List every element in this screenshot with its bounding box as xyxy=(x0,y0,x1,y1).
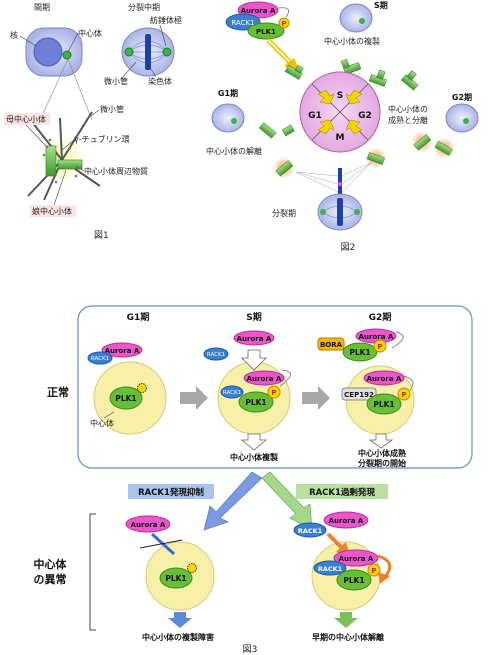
figure-2: Aurora A RACK1 PLK1 P S期 中心小体の複製 G1期 中心小… xyxy=(206,0,479,253)
result-g2-1: 中心小体成熟 xyxy=(358,448,406,458)
rack1-label: RACK1 xyxy=(318,565,343,573)
overexpression-centrosome: Aurora A RACK1 Aurora A RACK1 PLK1 P xyxy=(293,511,392,611)
g2-phase-cell xyxy=(445,103,479,133)
rack1-label: RACK1 xyxy=(91,356,109,362)
mitosis-label: 分裂期 xyxy=(272,208,296,218)
centrosome-label: 中心体 xyxy=(90,418,114,428)
branch-knockdown-bar xyxy=(128,484,214,499)
branch-knockdown-label: RACK1発現抑制 xyxy=(138,487,204,498)
centrosome-detail xyxy=(27,111,101,201)
arrow-s-g2 xyxy=(302,386,330,410)
g1-phase-cell xyxy=(211,103,245,133)
mitosis-cell xyxy=(317,193,363,231)
centriole-pairs xyxy=(258,58,455,179)
knockdown-centrosome: Aurora A PLK1 xyxy=(125,515,215,611)
rack1-label: RACK1 xyxy=(207,352,225,358)
interphase-cell xyxy=(25,27,83,77)
cycle-s-label: S xyxy=(337,91,343,101)
metaphase-cell xyxy=(121,27,175,77)
aurora-a-label: Aurora A xyxy=(105,347,140,355)
cell-cycle-diagram: S G1 G2 M xyxy=(299,71,381,153)
s-phase-title: S期 xyxy=(374,0,388,10)
label-centrosome: 中心体 xyxy=(78,28,102,38)
arrow-knockdown-result xyxy=(168,612,192,628)
row-abnormal-label-2: の異常 xyxy=(34,572,67,586)
result-s: 中心小体複製 xyxy=(230,452,278,462)
plk1-label: PLK1 xyxy=(349,348,370,357)
label-spindle-pole: 紡錘体極 xyxy=(150,15,182,25)
aurora-a-label: Aurora A xyxy=(359,333,394,341)
row-abnormal-label-1: 中心体 xyxy=(34,557,68,571)
label-chromosome: 染色体 xyxy=(148,76,172,86)
col-g1-label: G1期 xyxy=(127,311,150,323)
cep192-label: CEP192 xyxy=(344,391,374,399)
cycle-m-label: M xyxy=(336,133,345,143)
g2-phase-desc-1: 中心小体の xyxy=(388,104,428,114)
caption-fig2: 図2 xyxy=(341,242,356,253)
g1-phase-desc: 中心小体の解離 xyxy=(206,146,262,156)
aurora-a-label: Aurora A xyxy=(329,517,364,525)
bora-label: BORA xyxy=(320,341,343,349)
p-badge: P xyxy=(281,20,286,28)
plk1-label: PLK1 xyxy=(373,400,394,409)
complex-top: Aurora A RACK1 PLK1 P xyxy=(225,1,290,40)
row-normal-label: 正常 xyxy=(47,385,69,399)
branch-overexpression-label: RACK1過剰発現 xyxy=(309,487,375,498)
aurora-a-label: Aurora A xyxy=(367,375,402,383)
result-overexpression: 早期の中心小体解離 xyxy=(312,632,384,642)
abnormal-bracket xyxy=(89,513,96,631)
rack1-label: RACK1 xyxy=(223,390,241,396)
plk1-label: PLK1 xyxy=(256,28,276,36)
col-s-label: S期 xyxy=(246,311,261,323)
figure-3: G1期 S期 G2期 正常 PLK1 Aurora A RACK1 中心体 Au… xyxy=(34,305,473,655)
branch-overexpression-bar xyxy=(296,484,388,499)
result-g2-2: 分裂期の開始 xyxy=(358,458,406,468)
g2-centrosome: Aurora A BORA PLK1 P Aurora A CEP192 PLK… xyxy=(317,328,415,435)
label-interphase: 間期 xyxy=(34,3,50,12)
label-nucleus: 核 xyxy=(10,30,18,40)
g1-centrosome: PLK1 Aurora A RACK1 xyxy=(87,342,167,435)
arrow-g1-s xyxy=(180,386,208,410)
cycle-g2-label: G2 xyxy=(358,111,372,121)
aurora-a-label: Aurora A xyxy=(247,375,282,383)
p-badge: P xyxy=(377,343,382,351)
rack1-label: RACK1 xyxy=(298,527,323,535)
s-phase-cell xyxy=(339,3,373,33)
p-badge: P xyxy=(371,567,376,575)
aurora-a-label: Aurora A xyxy=(131,521,166,529)
p-badge: P xyxy=(271,389,276,397)
g2-phase-title: G2期 xyxy=(452,92,472,102)
arrow-overexpression-result xyxy=(334,612,358,628)
label-gamma-tubulin: γ-チュブリン環 xyxy=(74,134,130,144)
plk1-label: PLK1 xyxy=(165,574,186,583)
aurora-a-label: Aurora A xyxy=(237,335,272,343)
branch-overexpression-arrow xyxy=(261,471,313,531)
col-g2-label: G2期 xyxy=(369,311,392,323)
spindle-lines xyxy=(295,161,373,196)
caption-fig3: 図3 xyxy=(243,644,258,655)
cycle-g1-label: G1 xyxy=(308,111,322,121)
s-centrosome: Aurora A RACK1 Aurora A RACK1 PLK1 P xyxy=(203,330,291,435)
label-pcm: 中心小体周辺物質 xyxy=(84,166,148,176)
plk1-label: PLK1 xyxy=(343,576,364,585)
g1-phase-title: G1期 xyxy=(218,88,238,98)
rack1-label: RACK1 xyxy=(231,19,254,27)
label-microtubule-b: 微小管 xyxy=(100,104,124,114)
plk1-label: PLK1 xyxy=(115,394,136,403)
g2-phase-desc-2: 成熟と分離 xyxy=(388,115,428,125)
result-knockdown: 中心小体の複製障害 xyxy=(142,632,214,642)
label-daughter-centriole: 娘中心小体 xyxy=(32,206,72,216)
aurora-a-label: Aurora A xyxy=(241,7,276,15)
label-mother-centriole: 母中心小体 xyxy=(6,114,46,124)
figure-1: 間期 分裂中期 核 中心体 紡錘体極 微小管 染色体 xyxy=(4,2,182,241)
branch-knockdown-arrow xyxy=(203,471,263,531)
caption-fig1: 図1 xyxy=(94,230,109,241)
label-microtubule-a: 微小管 xyxy=(104,76,128,86)
aurora-a-label: Aurora A xyxy=(339,555,374,563)
s-phase-desc: 中心小体の複製 xyxy=(324,36,380,46)
label-metaphase: 分裂中期 xyxy=(128,2,160,12)
plk1-label: PLK1 xyxy=(245,398,266,407)
p-badge: P xyxy=(401,391,406,399)
